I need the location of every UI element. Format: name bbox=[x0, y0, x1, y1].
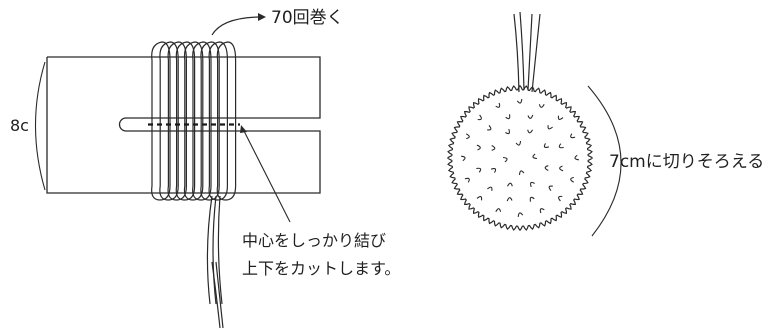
yarn-texture-mark bbox=[557, 115, 564, 120]
yarn-texture-mark bbox=[539, 208, 545, 214]
hanging-strings bbox=[513, 11, 541, 93]
yarn-texture-mark bbox=[476, 144, 481, 151]
yarn-texture-mark bbox=[505, 114, 511, 120]
pompom-ball bbox=[446, 84, 594, 232]
yarn-loop bbox=[183, 41, 204, 201]
yarn-texture-mark bbox=[487, 125, 492, 131]
yarn-texture-mark bbox=[548, 185, 553, 191]
yarn-texture-mark bbox=[502, 156, 508, 163]
yarn-loop bbox=[192, 41, 212, 201]
yarn-texture-mark bbox=[530, 181, 535, 188]
yarn-texture-mark bbox=[491, 145, 496, 151]
yarn-texture-mark bbox=[532, 153, 538, 160]
yarn-texture-mark bbox=[516, 99, 523, 104]
yarn-texture-mark bbox=[570, 176, 575, 183]
pompom-texture bbox=[461, 99, 579, 217]
trim-size-label: 7cmに切りそろえる bbox=[609, 152, 764, 172]
trim-size-bracket bbox=[587, 85, 622, 237]
yarn-texture-mark bbox=[518, 170, 525, 176]
yarn-texture-mark bbox=[570, 133, 576, 139]
yarn-texture-mark bbox=[527, 129, 533, 134]
yarn-texture-mark bbox=[558, 195, 563, 202]
wrap-count-arrow bbox=[211, 13, 266, 36]
yarn-texture-mark bbox=[559, 165, 564, 172]
yarn-loop bbox=[175, 41, 196, 201]
yarn-texture-mark bbox=[505, 128, 510, 135]
yarn-loop bbox=[151, 41, 171, 201]
yarn-texture-mark bbox=[547, 125, 553, 130]
yarn-texture-mark bbox=[506, 197, 513, 202]
yarn-texture-mark bbox=[543, 143, 550, 148]
yarn-loop bbox=[167, 41, 187, 201]
width-dimension-label: 8c bbox=[10, 116, 29, 135]
yarn-texture-mark bbox=[477, 114, 482, 121]
yarn-texture-mark bbox=[476, 196, 483, 201]
yarn-texture-mark bbox=[529, 196, 535, 202]
yarn-texture-mark bbox=[465, 133, 470, 140]
width-dimension-bracket bbox=[34, 61, 46, 191]
yarn-loop bbox=[200, 41, 220, 201]
yarn-texture-mark bbox=[527, 114, 534, 119]
yarn-texture-mark bbox=[464, 177, 470, 183]
cardboard-template bbox=[46, 56, 321, 194]
tie-note-line-2: 上下をカットします。 bbox=[242, 259, 400, 278]
yarn-texture-mark bbox=[476, 167, 482, 173]
yarn-texture-mark bbox=[461, 155, 466, 162]
yarn-loop bbox=[208, 41, 228, 201]
yarn-loop bbox=[159, 41, 179, 201]
yarn-wrapping-figure: 8c 70回巻く 中心をしっかり結び 上下をカットします。 bbox=[10, 8, 400, 329]
yarn-texture-mark bbox=[495, 102, 501, 108]
tie-note-line-1: 中心をしっかり結び bbox=[242, 231, 386, 250]
yarn-coil bbox=[151, 41, 237, 201]
yarn-texture-mark bbox=[544, 165, 549, 171]
yarn-texture-mark bbox=[574, 154, 579, 161]
yarn-texture-mark bbox=[558, 143, 564, 149]
finished-pompom-figure: 7cmに切りそろえる bbox=[446, 11, 764, 237]
yarn-texture-mark bbox=[515, 140, 522, 146]
yarn-tail bbox=[206, 195, 224, 329]
yarn-loop bbox=[216, 41, 237, 201]
wrap-count-label: 70回巻く bbox=[271, 8, 344, 28]
yarn-texture-mark bbox=[507, 182, 513, 187]
yarn-texture-mark bbox=[495, 208, 502, 213]
yarn-texture-mark bbox=[487, 186, 493, 191]
yarn-texture-mark bbox=[517, 212, 524, 217]
tie-note-leader bbox=[240, 125, 291, 223]
yarn-texture-mark bbox=[538, 103, 545, 108]
yarn-texture-mark bbox=[490, 168, 497, 173]
